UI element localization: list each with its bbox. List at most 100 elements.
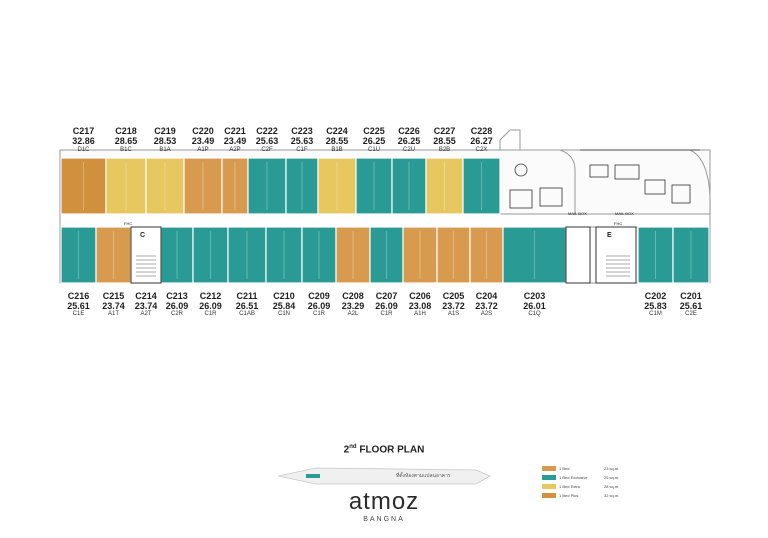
unit-area-c223: 25.63	[290, 136, 314, 146]
floor-ordinal: 2	[343, 444, 350, 456]
unit-typ-c213: C2R	[170, 311, 183, 317]
unit-uid-c225: C225	[363, 126, 385, 136]
unit-typ-c205: A1S	[447, 311, 460, 317]
unit-typ-c227: B2B	[438, 147, 451, 153]
bottom-cell-c210	[265, 226, 303, 284]
fhc-label-right: FHC	[614, 221, 623, 226]
top-cell-c225	[355, 157, 393, 215]
floor-title-text: FLOOR PLAN	[359, 444, 425, 456]
unit-area-c204: 23.72	[475, 301, 498, 311]
unit-uid-c201: C201	[680, 291, 702, 301]
top-cell-c221	[221, 157, 249, 215]
legend-item: 1 Bed 23 sq.m.	[542, 464, 632, 472]
unit-area-c221: 23.49	[223, 136, 247, 146]
bottom-cell-c209	[301, 226, 337, 284]
unit-area-c215: 23.74	[102, 301, 125, 311]
legend-size: 32 sq.m.	[604, 492, 620, 498]
unit-uid-c217: C217	[72, 126, 95, 136]
core-areas	[130, 226, 637, 284]
bottom-cell-c206	[402, 226, 438, 284]
unit-area-c208: 23.29	[341, 301, 365, 311]
unit-typ-c220: A1P	[197, 147, 209, 153]
unit-typ-c221: A2P	[229, 147, 241, 153]
fhc-label-left: FHC	[124, 221, 133, 226]
legend-name: 1 Bed Plus	[559, 492, 579, 498]
unit-area-c219: 28.53	[153, 136, 177, 146]
unit-area-c209: 26.09	[307, 301, 331, 311]
unit-uid-c212: C212	[199, 291, 222, 301]
unit-uid-c207: C207	[375, 291, 398, 301]
unit-typ-c218: B1C	[120, 147, 132, 153]
unit-typ-c204: A2S	[480, 311, 493, 317]
unit-area-c226: 26.25	[397, 136, 421, 146]
brand-logo: atmoz	[348, 488, 420, 515]
key-map: ที่ตั้งห้องตามแปลนอาคาร	[276, 464, 494, 488]
unit-uid-c218: C218	[115, 126, 137, 136]
unit-uid-c226: C226	[398, 126, 420, 136]
unit-typ-c217: D1C	[77, 147, 90, 153]
unit-area-c225: 26.25	[362, 136, 386, 146]
unit-uid-c213: C213	[166, 291, 188, 301]
unit-uid-c215: C215	[102, 291, 125, 301]
unit-uid-c228: C228	[470, 126, 493, 136]
brand-location: BANGNA	[363, 516, 405, 523]
legend-item: 1 Bed Extra 28 sq.m.	[542, 482, 632, 490]
unit-uid-c205: C205	[442, 291, 465, 301]
unit-area-c212: 26.09	[199, 301, 222, 311]
bottom-cell-c212	[192, 226, 229, 284]
unit-uid-c222: C222	[256, 126, 278, 136]
legend-swatch	[542, 483, 556, 489]
legend-name: 1 Bed	[559, 465, 570, 471]
unit-area-c214: 23.74	[134, 301, 158, 311]
unit-uid-c204: C204	[475, 291, 498, 301]
unit-uid-c223: C223	[291, 126, 313, 136]
legend-size: 28 sq.m.	[604, 483, 620, 489]
unit-uid-c227: C227	[433, 126, 456, 136]
legend-item: 1 Bed Plus 32 sq.m.	[542, 491, 632, 499]
unit-typ-c228: C2X	[475, 147, 488, 153]
floor-ordinal-suffix: nd	[349, 444, 357, 450]
lobby-furniture	[509, 149, 700, 209]
unit-typ-c222: C2F	[261, 147, 273, 153]
mail-box-label-right: MAIL BOX	[615, 211, 634, 216]
bottom-cell-c208	[335, 226, 371, 284]
unit-uid-c202: C202	[644, 291, 667, 301]
bottom-cell-c207	[369, 226, 404, 284]
bottom-cell-c205	[436, 226, 471, 284]
bottom-cell-c215	[95, 226, 132, 284]
unit-uid-c208: C208	[342, 291, 364, 301]
unit-area-c220: 23.49	[191, 136, 215, 146]
unit-typ-c208: A2L	[347, 311, 359, 317]
top-cell-c227	[425, 157, 464, 215]
unit-typ-c203: C1Q	[528, 311, 541, 317]
unit-typ-c211: C1AB	[239, 311, 255, 317]
stair-lines	[136, 255, 630, 277]
unit-uid-c221: C221	[224, 126, 246, 136]
bottom-unit-cells	[60, 226, 710, 284]
unit-uid-c214: C214	[135, 291, 157, 301]
unit-uid-c219: C219	[154, 126, 176, 136]
unit-area-c207: 26.09	[375, 301, 398, 311]
legend-size: 25 sq.m.	[604, 474, 620, 480]
unit-type-legend: 1 Bed 23 sq.m. 1 Bed Exclusive 25 sq.m. 1 Be…	[542, 464, 632, 500]
legend-name: 1 Bed Exclusive	[559, 474, 588, 480]
stair-b-label: E	[607, 232, 612, 239]
legend-size: 23 sq.m.	[604, 465, 620, 471]
unit-area-c218: 28.65	[114, 136, 138, 146]
unit-typ-c223: C1F	[296, 147, 308, 153]
unit-typ-c224: B1B	[331, 147, 343, 153]
legend-swatch	[542, 492, 556, 498]
bottom-cell-c201	[672, 226, 710, 284]
top-cell-c228	[462, 157, 501, 215]
unit-typ-c212: C1R	[204, 311, 217, 317]
top-cell-c220	[183, 157, 223, 215]
unit-area-c227: 28.55	[433, 136, 456, 146]
unit-uid-c211: C211	[236, 291, 258, 301]
mail-box-label-left: MAIL BOX	[568, 211, 587, 216]
legend-name: 1 Bed Extra	[559, 483, 580, 489]
unit-typ-c209: C1R	[312, 311, 325, 317]
unit-uid-c210: C210	[273, 291, 295, 301]
unit-uid-c209: C209	[308, 291, 330, 301]
unit-typ-c201: C2E	[685, 311, 697, 317]
